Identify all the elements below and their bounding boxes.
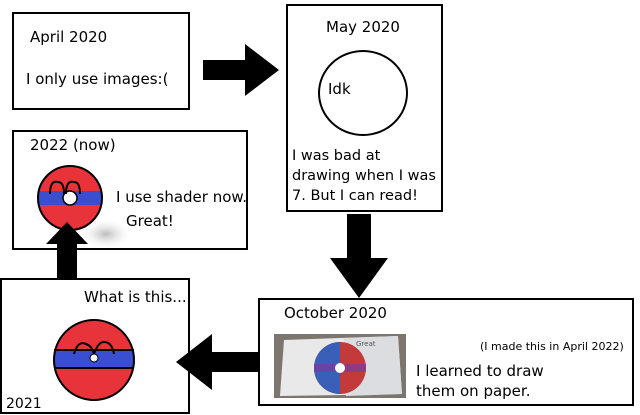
panel-may-2020: May 2020 Idk I was bad at drawing when I… — [286, 4, 443, 212]
panel-line-1: I learned to draw — [416, 362, 544, 380]
panel-title: April 2020 — [30, 28, 108, 46]
panel-text: I only use images:( — [26, 70, 169, 88]
panel-october-2020: October 2020 Great (I made this in April… — [258, 298, 634, 406]
shaded-ball-drawing — [36, 158, 136, 248]
arrow-right-icon — [203, 44, 279, 96]
circle-label: Idk — [328, 80, 351, 98]
ball-drawing — [48, 314, 144, 410]
panel-line-1: I use shader now. — [116, 188, 248, 206]
empty-circle-drawing — [318, 50, 408, 136]
panel-year: 2021 — [6, 396, 42, 412]
panel-title: What is this... — [84, 288, 187, 306]
arrow-down-icon — [330, 214, 388, 298]
panel-line-2: them on paper. — [416, 382, 531, 400]
panel-2021: What is this... 2021 — [0, 278, 190, 414]
panel-line-3: 7. But I can read! — [292, 188, 418, 204]
panel-line-2: drawing when I was — [292, 168, 436, 184]
panel-title: October 2020 — [284, 304, 387, 322]
panel-april-2020: April 2020 I only use images:( — [12, 12, 190, 110]
panel-2022-now: 2022 (now) I use shader now. Great! — [12, 130, 248, 250]
photo-caption: Great — [356, 340, 376, 348]
arrow-up-icon — [46, 222, 88, 280]
paper-drawing-photo: Great — [274, 334, 406, 398]
panel-note: (I made this in April 2022) — [480, 340, 624, 353]
panel-line-1: I was bad at — [292, 148, 381, 164]
arrow-left-icon — [176, 334, 260, 390]
panel-title: May 2020 — [326, 18, 400, 36]
panel-title: 2022 (now) — [30, 136, 116, 154]
panel-line-2: Great! — [126, 212, 174, 230]
